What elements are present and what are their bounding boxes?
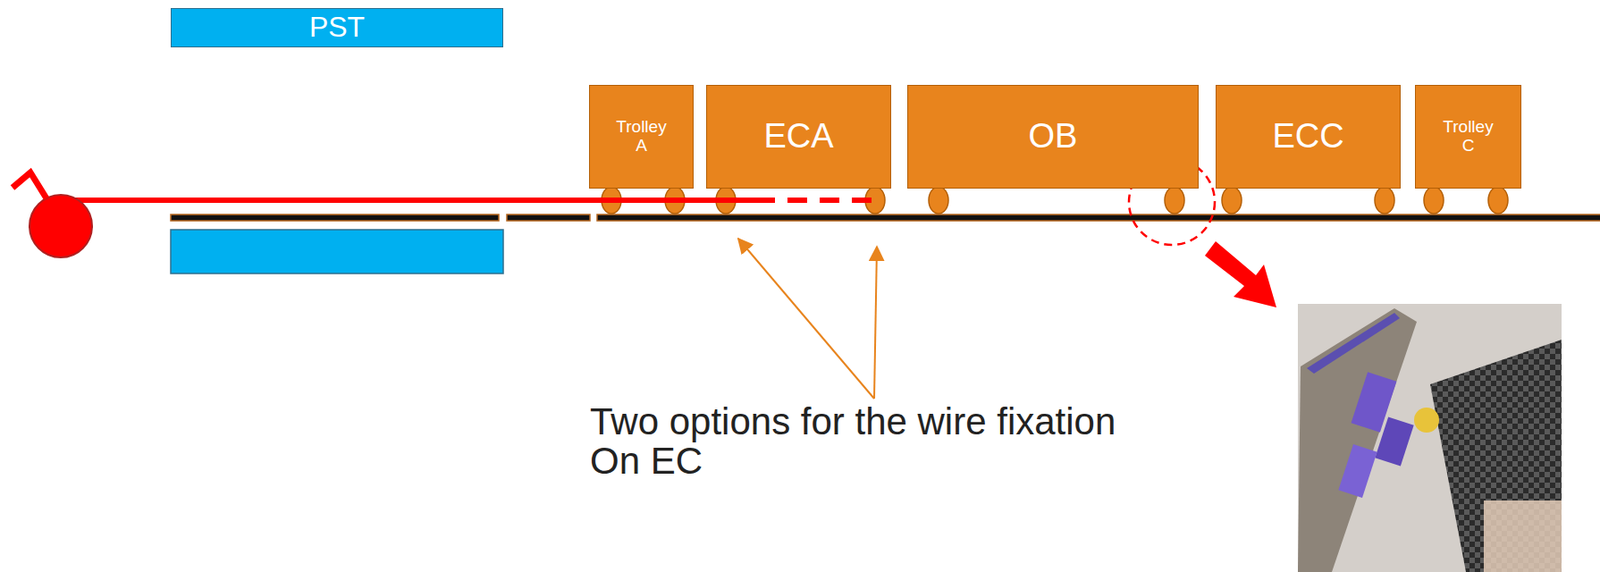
leader-arrows — [738, 238, 877, 399]
barrel-box: OB — [907, 84, 1199, 189]
detail-photo — [1297, 303, 1562, 572]
node-label: ECC — [1271, 117, 1344, 156]
node-label: PST — [309, 11, 365, 43]
endcap-box: ECC — [1215, 84, 1401, 189]
rails — [170, 214, 1600, 221]
node-label: Trolley C — [1437, 117, 1500, 156]
annotation-note: Two options for the wire fixation On EC — [589, 402, 1163, 481]
endcap-box: ECA — [706, 84, 892, 189]
station-box: PST — [170, 8, 504, 48]
trolley-box: Trolley A — [589, 84, 694, 189]
node-label: OB — [1028, 117, 1078, 156]
node-label: ECA — [763, 117, 834, 156]
detail-arrow — [1204, 241, 1277, 308]
node-label: Trolley A — [610, 117, 674, 156]
trolley-box: Trolley C — [1414, 84, 1522, 189]
pst-lower-block — [170, 229, 504, 274]
